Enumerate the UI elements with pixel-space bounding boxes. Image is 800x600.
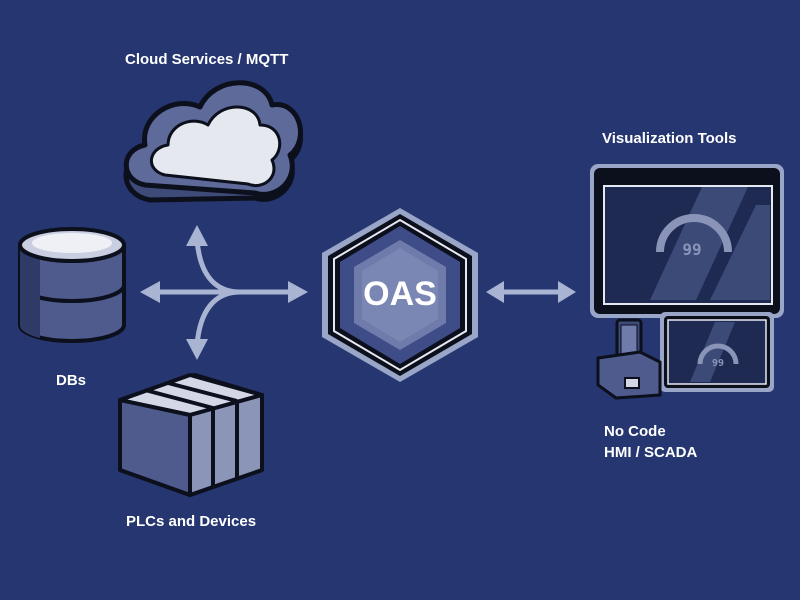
cloud-icon	[123, 80, 303, 203]
arrow-to-cloud	[194, 239, 241, 295]
phone-dock-icon	[596, 318, 662, 400]
tablet-icon: 99	[660, 312, 774, 392]
connector-arrows	[158, 239, 560, 346]
label-no-code: No Code	[604, 423, 666, 440]
label-dbs: DBs	[56, 372, 87, 389]
arrowhead-up-icon	[186, 225, 208, 246]
label-hmi-scada: HMI / SCADA	[604, 444, 698, 461]
label-cloud-services: Cloud Services / MQTT	[125, 51, 289, 68]
tablet-gauge-readout: 99	[712, 358, 724, 369]
arrow-to-plcs	[194, 289, 241, 346]
gauge-readout: 99	[682, 240, 701, 259]
arrowhead-left-icon	[140, 281, 160, 303]
monitor-icon: 99	[590, 164, 784, 318]
oas-title: OAS	[363, 275, 437, 313]
arrowhead-right-icon	[558, 281, 576, 303]
label-plcs: PLCs and Devices	[126, 513, 257, 530]
server-rack-icon	[118, 373, 264, 497]
arrowhead-left-icon	[486, 281, 504, 303]
arrowhead-right-icon	[288, 281, 308, 303]
label-visualization-tools: Visualization Tools	[602, 130, 737, 147]
arrowhead-down-icon	[186, 339, 208, 360]
database-icon	[18, 227, 126, 343]
arrowheads	[140, 225, 576, 360]
oas-hub: OAS	[322, 208, 478, 382]
